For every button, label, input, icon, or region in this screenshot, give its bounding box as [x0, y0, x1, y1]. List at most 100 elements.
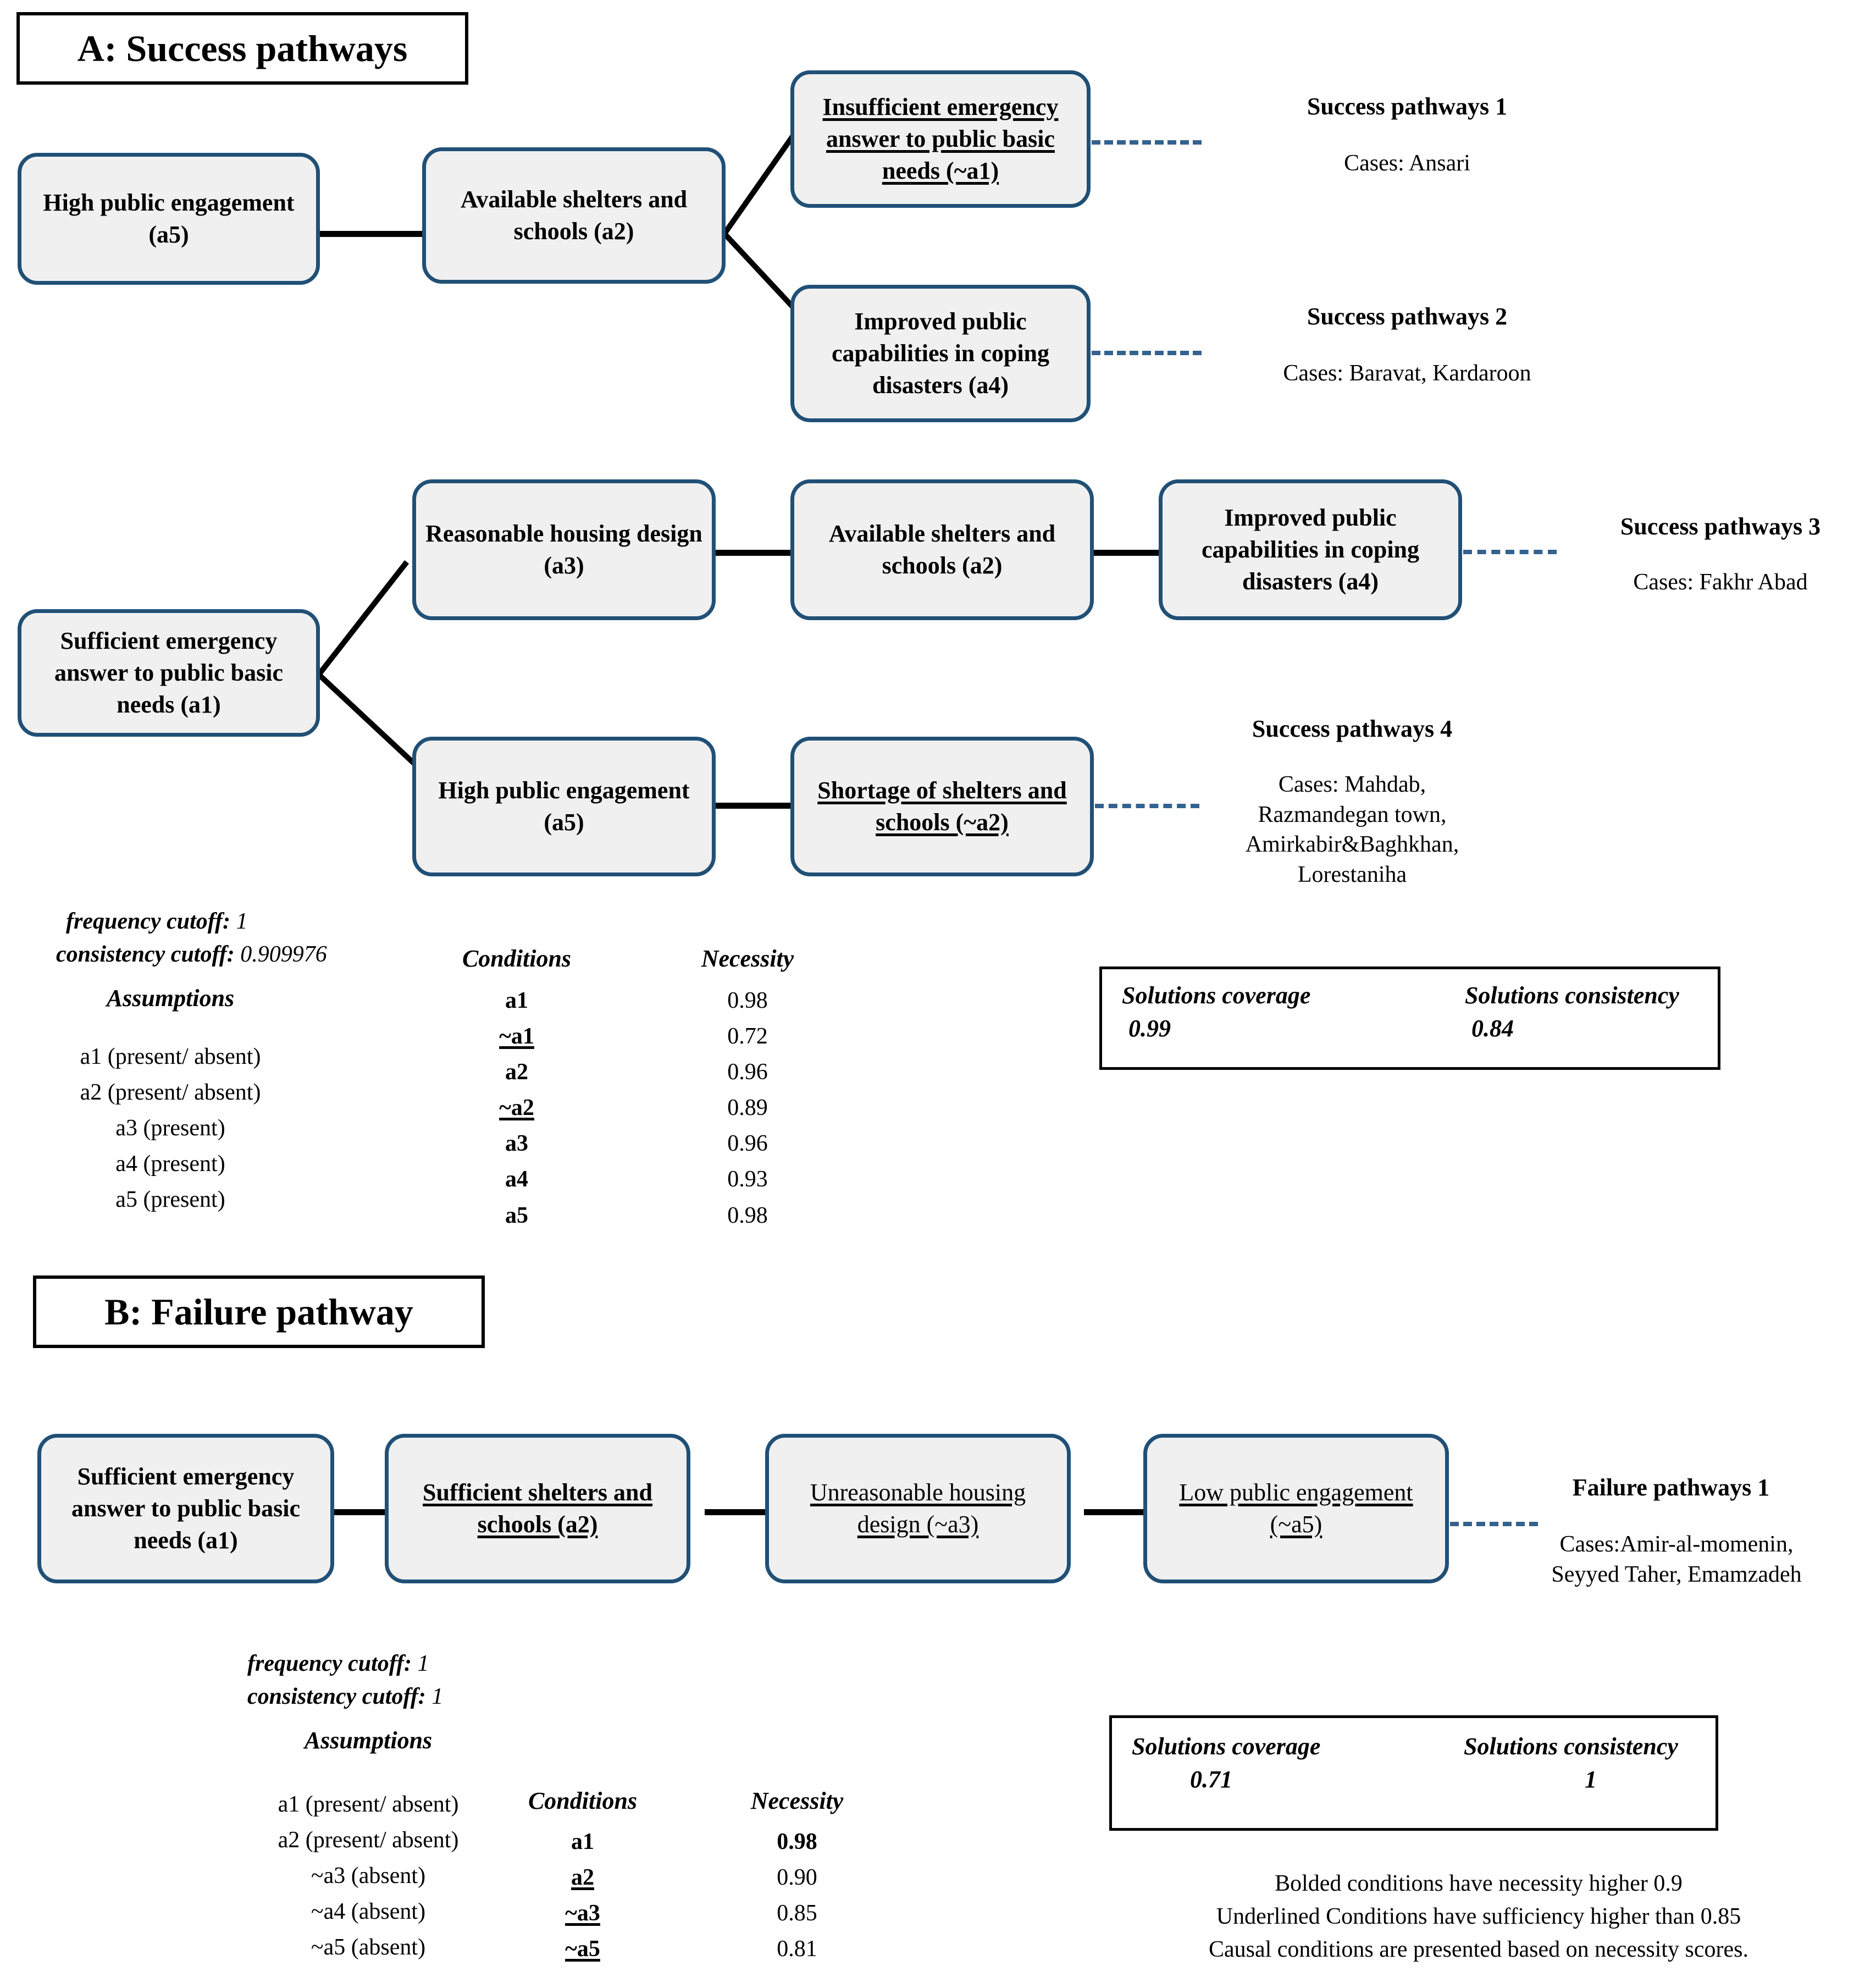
assumption-item: a1 (present/ absent): [278, 1792, 459, 1817]
stats-b-conditions-col: a1 a2 ~a3 ~a5: [500, 1824, 665, 1967]
dotted-connector-pathway-1: [1092, 140, 1202, 145]
condition-cell: a1: [571, 1829, 594, 1854]
node-label: Available shelters and schools (a2): [460, 185, 688, 245]
footnote-bolded: Bolded conditions have necessity higher …: [1275, 1871, 1683, 1896]
node-label: Low public engagement (~a5): [1179, 1478, 1413, 1538]
node-label: Improved public capabilities in coping d…: [1201, 504, 1420, 595]
assumption-item: a2 (present/ absent): [278, 1827, 459, 1853]
node-insufficient-emergency-answer-not-a1[interactable]: Insufficient emergency answer to public …: [790, 70, 1091, 208]
dotted-connector-pathway-4: [1095, 804, 1199, 808]
stats-a-conditions-col: a1 ~a1 a2 ~a2 a3 a4 a5: [434, 983, 599, 1234]
node-label: Reasonable housing design (a3): [425, 520, 702, 579]
node-label: Available shelters and schools (a2): [828, 520, 1056, 579]
condition-cell: a2: [571, 1865, 594, 1891]
pathway-2-title: Success pathways 2: [1307, 303, 1508, 330]
pathway-3-cases: Cases: Fakhr Abad: [1633, 570, 1808, 595]
node-b-sufficient-emergency-answer-a1[interactable]: Sufficient emergency answer to public ba…: [37, 1434, 334, 1583]
stats-b-solutions-box: Solutions coverage 0.71 Solutions consis…: [1109, 1715, 1718, 1831]
node-available-shelters-schools-a2-top[interactable]: Available shelters and schools (a2): [422, 147, 726, 284]
solutions-coverage-value-a: 0.99: [1128, 1015, 1171, 1042]
node-improved-public-capabilities-a4-mid[interactable]: Improved public capabilities in coping d…: [1159, 479, 1462, 620]
section-b-title: B: Failure pathway: [33, 1275, 485, 1348]
connector-b-nota3-nota5: [1084, 1509, 1150, 1515]
node-sufficient-emergency-answer-a1-mid[interactable]: Sufficient emergency answer to public ba…: [18, 609, 320, 737]
failure-pathway-1-title: Failure pathways 1: [1572, 1474, 1770, 1501]
node-b-unreasonable-housing-design-not-a3[interactable]: Unreasonable housing design (~a3): [765, 1434, 1071, 1583]
condition-cell: a3: [505, 1131, 528, 1157]
solutions-consistency-label-b: Solutions consistency: [1464, 1733, 1678, 1760]
stats-b-assumptions-header: Assumptions: [304, 1727, 433, 1754]
connector-a2top-nota1: [722, 128, 800, 235]
pathway-1-title: Success pathways 1: [1307, 93, 1508, 120]
connector-a1mid-a3mid: [317, 560, 409, 677]
stats-a-assumptions-header: Assumptions: [106, 985, 235, 1012]
necessity-cell: 0.72: [727, 1024, 768, 1050]
stats-b-necessity-col: 0.98 0.90 0.85 0.81: [715, 1824, 879, 1967]
condition-cell: ~a2: [499, 1095, 534, 1121]
stats-b-frequency-cutoff: frequency cutoff: 1: [247, 1648, 429, 1679]
pathway-2-cases: Cases: Baravat, Kardaroon: [1283, 361, 1531, 386]
section-a-title-text: A: Success pathways: [77, 27, 408, 69]
node-improved-public-capabilities-a4-top[interactable]: Improved public capabilities in coping d…: [790, 285, 1091, 422]
node-b-sufficient-shelters-schools-a2[interactable]: Sufficient shelters and schools (a2): [385, 1434, 690, 1583]
pathway-4-title: Success pathways 4: [1252, 715, 1453, 742]
assumption-item: a1 (present/ absent): [80, 1044, 261, 1069]
node-available-shelters-schools-a2-mid[interactable]: Available shelters and schools (a2): [790, 479, 1094, 620]
node-reasonable-housing-design-a3[interactable]: Reasonable housing design (a3): [412, 479, 716, 620]
condition-cell: ~a3: [565, 1901, 600, 1926]
frequency-cutoff-label: frequency cutoff:: [247, 1651, 412, 1676]
consistency-cutoff-value: 1: [431, 1684, 444, 1709]
necessity-cell: 0.89: [727, 1095, 768, 1121]
assumption-item: a2 (present/ absent): [80, 1080, 261, 1106]
condition-cell: a2: [505, 1059, 528, 1085]
node-high-public-engagement-a5-mid[interactable]: High public engagement (a5): [412, 737, 716, 876]
stats-a-consistency-cutoff: consistency cutoff: 0.909976: [56, 939, 327, 970]
stats-b-consistency-cutoff: consistency cutoff: 1: [247, 1681, 443, 1712]
dotted-connector-pathway-2: [1092, 351, 1202, 355]
consistency-cutoff-label: consistency cutoff:: [247, 1684, 426, 1709]
stats-a-col-necessity: Necessity: [701, 945, 794, 972]
necessity-cell: 0.98: [727, 1202, 768, 1228]
section-b-title-text: B: Failure pathway: [104, 1290, 413, 1333]
node-label: Improved public capabilities in coping d…: [831, 307, 1050, 399]
node-high-public-engagement-a5-top[interactable]: High public engagement (a5): [18, 153, 320, 285]
necessity-cell: 0.96: [727, 1131, 768, 1157]
consistency-cutoff-label: consistency cutoff:: [56, 942, 235, 967]
footnote-underlined: Underlined Conditions have sufficiency h…: [1216, 1904, 1741, 1929]
frequency-cutoff-value: 1: [236, 909, 248, 934]
necessity-cell: 0.98: [727, 988, 768, 1013]
node-label: Sufficient emergency answer to public ba…: [71, 1462, 301, 1554]
node-label: Unreasonable housing design (~a3): [810, 1478, 1026, 1538]
solutions-consistency-value-a: 0.84: [1471, 1015, 1514, 1042]
assumption-item: ~a4 (absent): [311, 1899, 426, 1925]
stats-b-col-conditions: Conditions: [528, 1787, 638, 1814]
solutions-consistency-value-b: 1: [1585, 1766, 1597, 1793]
connector-a2mid-a4mid: [1093, 550, 1160, 556]
assumption-item: ~a3 (absent): [311, 1863, 426, 1889]
connector-b-a2-nota3: [705, 1509, 771, 1515]
necessity-cell: 0.96: [727, 1059, 768, 1085]
failure-pathway-1-cases: Cases:Amir-al-momenin, Seyyed Taher, Ema…: [1551, 1532, 1802, 1587]
assumption-item: a5 (present): [115, 1187, 225, 1213]
necessity-cell: 0.98: [777, 1829, 817, 1854]
dotted-connector-failure-pathway-1: [1450, 1522, 1538, 1526]
node-shortage-shelters-schools-not-a2[interactable]: Shortage of shelters and schools (~a2): [790, 737, 1094, 876]
frequency-cutoff-value: 1: [417, 1651, 429, 1676]
stats-a-necessity-col: 0.98 0.72 0.96 0.89 0.96 0.93 0.98: [665, 983, 830, 1234]
solutions-coverage-label-a: Solutions coverage: [1122, 982, 1311, 1009]
node-label: Sufficient emergency answer to public ba…: [54, 627, 284, 719]
condition-cell: a5: [505, 1202, 528, 1228]
stats-a-assumptions-list: a1 (present/ absent) a2 (present/ absent…: [55, 1039, 286, 1218]
consistency-cutoff-value: 0.909976: [240, 942, 327, 967]
connector-a3mid-a2mid: [715, 550, 796, 556]
frequency-cutoff-label: frequency cutoff:: [66, 909, 230, 934]
pathway-1-cases: Cases: Ansari: [1344, 151, 1470, 176]
condition-cell: ~a5: [565, 1936, 600, 1962]
solutions-coverage-value-b: 0.71: [1190, 1766, 1232, 1793]
connector-a5mid-nota2mid: [715, 803, 796, 809]
pathway-3-title: Success pathways 3: [1620, 513, 1821, 540]
node-b-low-public-engagement-not-a5[interactable]: Low public engagement (~a5): [1143, 1434, 1449, 1583]
necessity-cell: 0.85: [777, 1901, 817, 1926]
necessity-cell: 0.93: [727, 1167, 768, 1192]
stats-a-solutions-box: Solutions coverage 0.99 Solutions consis…: [1099, 967, 1720, 1070]
